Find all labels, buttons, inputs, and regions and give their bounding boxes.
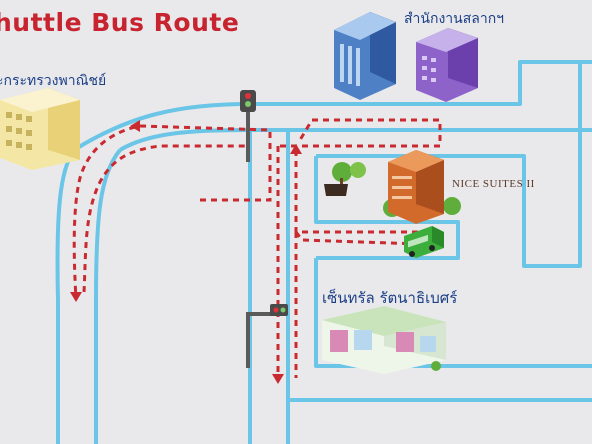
road-right-block-top: [316, 62, 582, 268]
route-loop-outer: [72, 124, 272, 301]
route-arrows: [70, 120, 302, 384]
traffic-light-bottom-icon: [246, 304, 288, 368]
route-bottom: [294, 231, 421, 246]
shuttle-bus-icon: [404, 226, 444, 258]
road-left-inner: [94, 148, 122, 444]
lottery-office-label: สำนักงานสลากฯ: [404, 11, 505, 27]
traffic-light-icon: [240, 90, 256, 162]
ministry-of-commerce-label: ะกระทรวงพาณิชย์: [0, 73, 107, 89]
route-loop-inner: [82, 144, 250, 293]
arrow-down-center: [272, 374, 284, 384]
central-mall-icon: [322, 306, 446, 374]
arrow-left-top: [130, 120, 140, 132]
lottery-office-purple-building-icon: [416, 28, 478, 102]
road-bottom-block: [314, 258, 592, 368]
central-rattanathibet-label: เซ็นทรัล รัตนาธิเบศร์: [322, 289, 458, 307]
arrow-down-left: [70, 292, 82, 302]
road-right-block: [314, 156, 460, 260]
lottery-office-blue-building-icon: [334, 12, 396, 100]
road-left-outer: [55, 148, 76, 444]
arrow-up-center: [290, 144, 302, 154]
road-outer-top-inner: [118, 128, 592, 152]
bus-route: [72, 118, 442, 380]
hotel-sign-label: NICE SUITES II: [452, 178, 535, 190]
route-top-right: [280, 118, 442, 148]
map-title: huttle Bus Route: [0, 8, 240, 37]
nice-suites-hotel-icon: [388, 150, 444, 224]
ministry-building-icon: [0, 88, 80, 170]
